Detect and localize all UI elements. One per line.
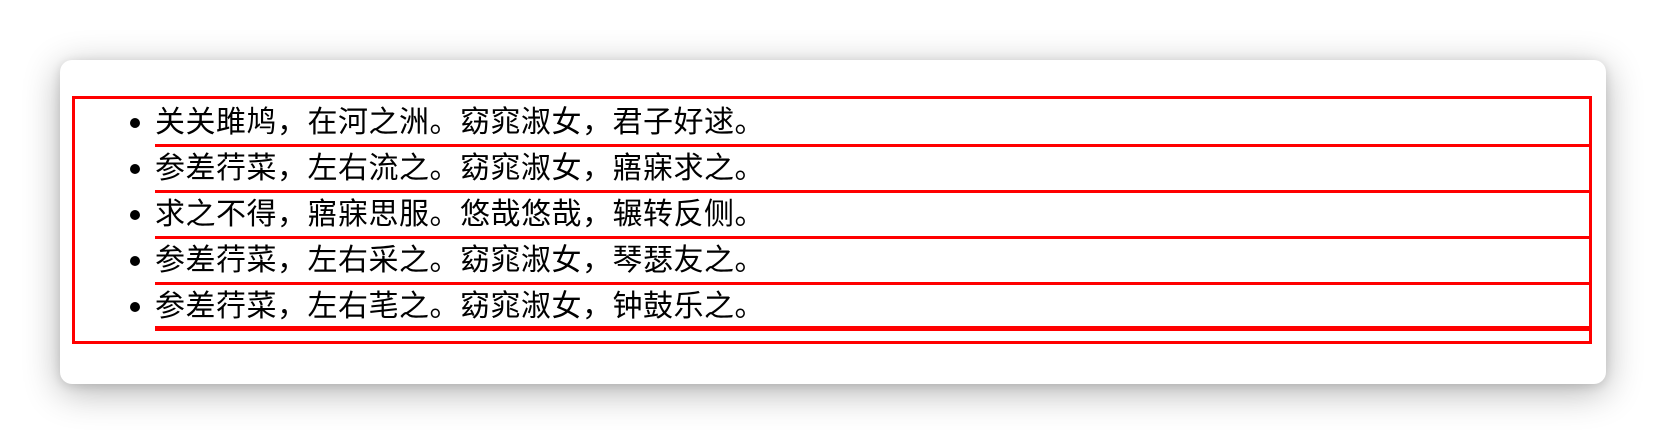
list-item: 参差荇菜，左右流之。窈窕淑女，寤寐求之。 (75, 145, 1589, 193)
list-item-box: 参差荇菜，左右流之。窈窕淑女，寤寐求之。 (155, 145, 1589, 193)
list-item: 关关雎鸠，在河之洲。窈窕淑女，君子好逑。 (75, 99, 1589, 147)
list-item: 参差荇菜，左右采之。窈窕淑女，琴瑟友之。 (75, 237, 1589, 285)
list-item-box: 参差荇菜，左右芼之。窈窕淑女，钟鼓乐之。 (155, 283, 1589, 331)
list-item-box: 关关雎鸠，在河之洲。窈窕淑女，君子好逑。 (155, 99, 1589, 147)
bullet-icon (130, 302, 140, 312)
list-item: 参差荇菜，左右芼之。窈窕淑女，钟鼓乐之。 (75, 283, 1589, 331)
list-item-text: 参差荇菜，左右采之。窈窕淑女，琴瑟友之。 (155, 243, 765, 278)
list-item: 求之不得，寤寐思服。悠哉悠哉，辗转反侧。 (75, 191, 1589, 239)
list-item-box: 求之不得，寤寐思服。悠哉悠哉，辗转反侧。 (155, 191, 1589, 239)
list-item-text: 参差荇菜，左右流之。窈窕淑女，寤寐求之。 (155, 151, 765, 186)
bullet-icon (130, 256, 140, 266)
bullet-icon (130, 164, 140, 174)
poem-list: 关关雎鸠，在河之洲。窈窕淑女，君子好逑。 参差荇菜，左右流之。窈窕淑女，寤寐求之… (75, 99, 1589, 341)
list-item-text: 求之不得，寤寐思服。悠哉悠哉，辗转反侧。 (155, 197, 765, 232)
list-item-text: 关关雎鸠，在河之洲。窈窕淑女，君子好逑。 (155, 105, 765, 140)
list-item-text: 参差荇菜，左右芼之。窈窕淑女，钟鼓乐之。 (155, 289, 765, 324)
content-card: 关关雎鸠，在河之洲。窈窕淑女，君子好逑。 参差荇菜，左右流之。窈窕淑女，寤寐求之… (60, 60, 1606, 384)
list-item-box: 参差荇菜，左右采之。窈窕淑女，琴瑟友之。 (155, 237, 1589, 285)
poem-list-frame: 关关雎鸠，在河之洲。窈窕淑女，君子好逑。 参差荇菜，左右流之。窈窕淑女，寤寐求之… (72, 96, 1592, 344)
bullet-icon (130, 118, 140, 128)
bullet-icon (130, 210, 140, 220)
